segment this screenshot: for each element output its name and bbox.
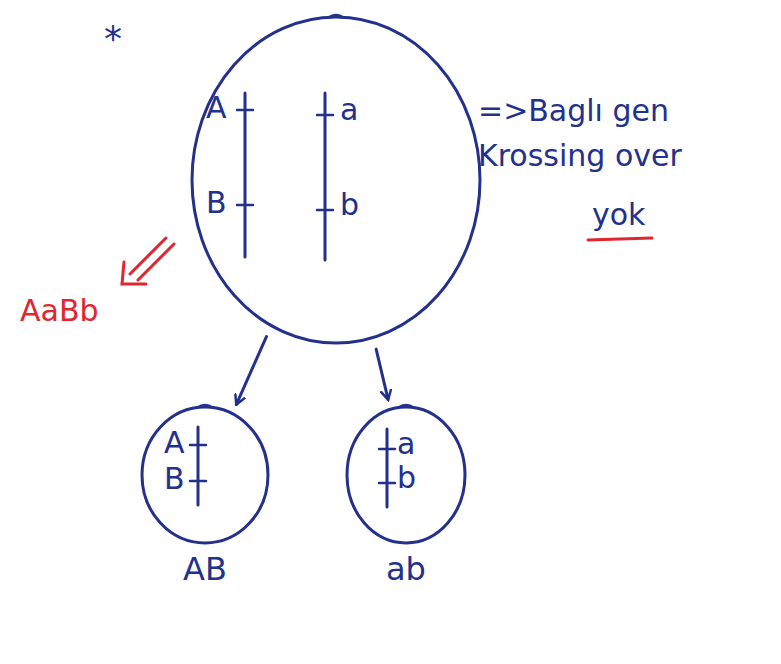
cell-outline bbox=[140, 405, 270, 545]
allele-letter: A bbox=[164, 426, 185, 461]
parent-cell: A Ba b bbox=[190, 15, 482, 345]
allele-letter: b bbox=[397, 461, 416, 496]
allele-letter: a bbox=[397, 427, 415, 462]
allele-letter: B bbox=[164, 462, 185, 497]
annotation-note: =>Baglı gen Krossing over bbox=[478, 88, 768, 178]
allele-letter: a bbox=[340, 93, 358, 128]
annotation-note: yok bbox=[592, 192, 645, 237]
gamete-cell: ABAB bbox=[140, 405, 270, 545]
red-double-arrow bbox=[122, 238, 174, 284]
genotype-label: ab bbox=[386, 551, 426, 588]
gamete-cell: abab bbox=[345, 405, 467, 545]
allele-letter: b bbox=[340, 188, 359, 223]
red-underline bbox=[588, 238, 652, 240]
cell-outline bbox=[190, 15, 482, 345]
allele-letter: A bbox=[206, 91, 227, 126]
allele-letter: B bbox=[206, 186, 227, 221]
asterisk-mark: * bbox=[104, 12, 122, 66]
genotype-label: AB bbox=[183, 551, 227, 588]
division-arrow bbox=[236, 337, 266, 405]
genotype-note: AaBb bbox=[20, 288, 99, 333]
division-arrow bbox=[376, 349, 388, 400]
